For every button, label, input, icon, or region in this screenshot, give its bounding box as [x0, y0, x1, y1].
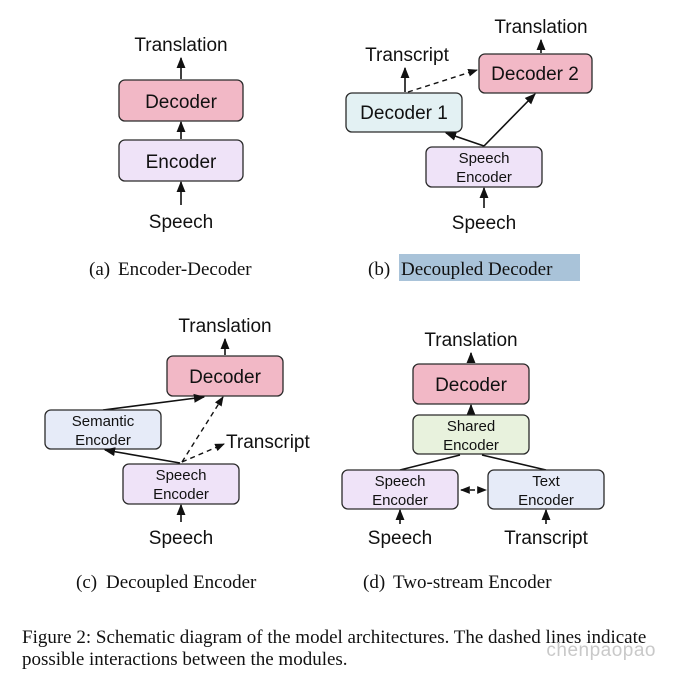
speech-encoder-label-line1: Speech: [375, 473, 426, 490]
dashed-arrow-decoder1-to-decoder2: [407, 68, 478, 93]
speech-encoder-label-line1: Speech: [156, 467, 207, 484]
decoder-label: Decoder: [145, 92, 217, 113]
shared-encoder-box: [412, 414, 530, 455]
shared-encoder-label-line1: Shared: [447, 418, 495, 435]
arrow-speech-encoder-to-decoder2: [483, 93, 536, 147]
decoder-box: [166, 355, 284, 397]
figure-caption: Figure 2: Schematic diagram of the model…: [22, 627, 647, 670]
semantic-encoder-label-line2: Encoder: [75, 432, 131, 449]
panel-b: Translation Decoder 2 Transcript Decoder…: [345, 17, 593, 281]
speech-label: Speech: [368, 528, 432, 549]
decoder-2-label: Decoder 2: [491, 64, 579, 85]
speech-encoder-label-line2: Encoder: [153, 486, 209, 503]
semantic-encoder-box: [44, 409, 162, 450]
line-speech-encoder-to-shared-encoder: [399, 454, 461, 471]
dashed-arrow-speech-encoder-to-decoder: [181, 396, 224, 463]
transcript-label: Transcript: [504, 528, 588, 549]
semantic-encoder-label-line1: Semantic: [72, 413, 135, 430]
arrow-speech-encoder-to-decoder1: [444, 132, 485, 147]
transcript-label: Transcript: [365, 45, 449, 66]
caption-text: Decoupled Encoder: [106, 572, 257, 593]
text-encoder-label-line1: Text: [532, 473, 560, 490]
panel-c: Translation Decoder Semantic Encoder Tra…: [44, 316, 310, 593]
caption-tag: (c): [76, 572, 97, 593]
caption-text: Two-stream Encoder: [393, 572, 552, 593]
speech-encoder-label-line2: Encoder: [372, 492, 428, 509]
watermark: chenpaopao: [546, 640, 656, 661]
caption-highlight: [399, 254, 580, 281]
line-text-encoder-to-shared-encoder: [481, 454, 547, 471]
speech-encoder-label-line1: Speech: [459, 150, 510, 167]
caption-text: Decoupled Decoder: [401, 259, 553, 280]
transcript-label: Transcript: [226, 432, 310, 453]
caption-tag: (a): [89, 259, 110, 280]
arrow-semantic-encoder-to-decoder: [102, 393, 206, 411]
arrow-speech-encoder-to-semantic-encoder: [103, 447, 181, 464]
translation-label: Translation: [494, 17, 587, 38]
translation-label: Translation: [424, 330, 517, 351]
speech-label: Speech: [149, 212, 213, 233]
shared-encoder-label-line2: Encoder: [443, 437, 499, 454]
decoder-label: Decoder: [189, 367, 261, 388]
caption-tag: (b): [368, 259, 390, 280]
decoder-label: Decoder: [435, 375, 507, 396]
decoder-2-box: [478, 53, 593, 94]
dashed-arrow-speech-encoder-to-transcript: [181, 443, 225, 463]
decoder-1-label: Decoder 1: [360, 103, 448, 124]
panel-a: Translation Decoder Encoder Speech (a) E…: [89, 35, 252, 280]
architecture-diagrams: Translation Decoder Encoder Speech (a) E…: [44, 17, 605, 593]
decoder-1-box: [345, 92, 463, 133]
caption-tag: (d): [363, 572, 385, 593]
speech-label: Speech: [452, 213, 516, 234]
speech-encoder-label-line2: Encoder: [456, 169, 512, 186]
panel-d: Translation Decoder Shared Encoder Speec…: [341, 330, 605, 593]
speech-label: Speech: [149, 528, 213, 549]
translation-label: Translation: [134, 35, 227, 56]
encoder-label: Encoder: [146, 152, 217, 173]
caption-text: Encoder-Decoder: [118, 259, 252, 280]
text-encoder-label-line2: Encoder: [518, 492, 574, 509]
translation-label: Translation: [178, 316, 271, 337]
